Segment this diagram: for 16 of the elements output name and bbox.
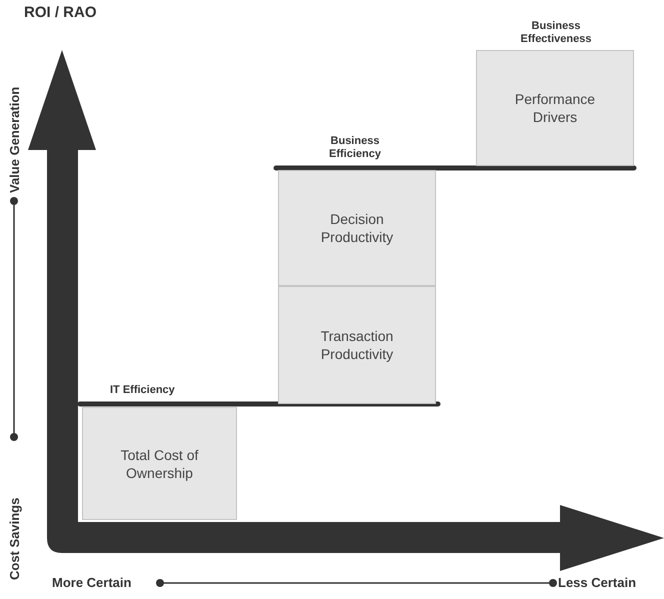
box-text: Transaction Productivity (320, 327, 394, 363)
box-text: Performance Drivers (514, 90, 596, 126)
step-box (476, 50, 634, 166)
step-box (278, 286, 436, 404)
step-box (278, 170, 436, 286)
step-label: IT Efficiency (110, 384, 175, 397)
step-label: Business Effectiveness (520, 20, 592, 46)
diagram-title: ROI / RAO (24, 4, 97, 21)
axis-label: More Certain (52, 575, 132, 590)
box-text: Total Cost of Ownership (120, 446, 200, 482)
box-text: Decision Productivity (320, 210, 394, 246)
step-box (82, 407, 237, 520)
step-label: Business Efficiency (328, 135, 382, 161)
axis-label: Cost Savings (7, 498, 22, 580)
axis-label: Less Certain (558, 575, 636, 590)
axis-label: Value Generation (7, 86, 22, 193)
